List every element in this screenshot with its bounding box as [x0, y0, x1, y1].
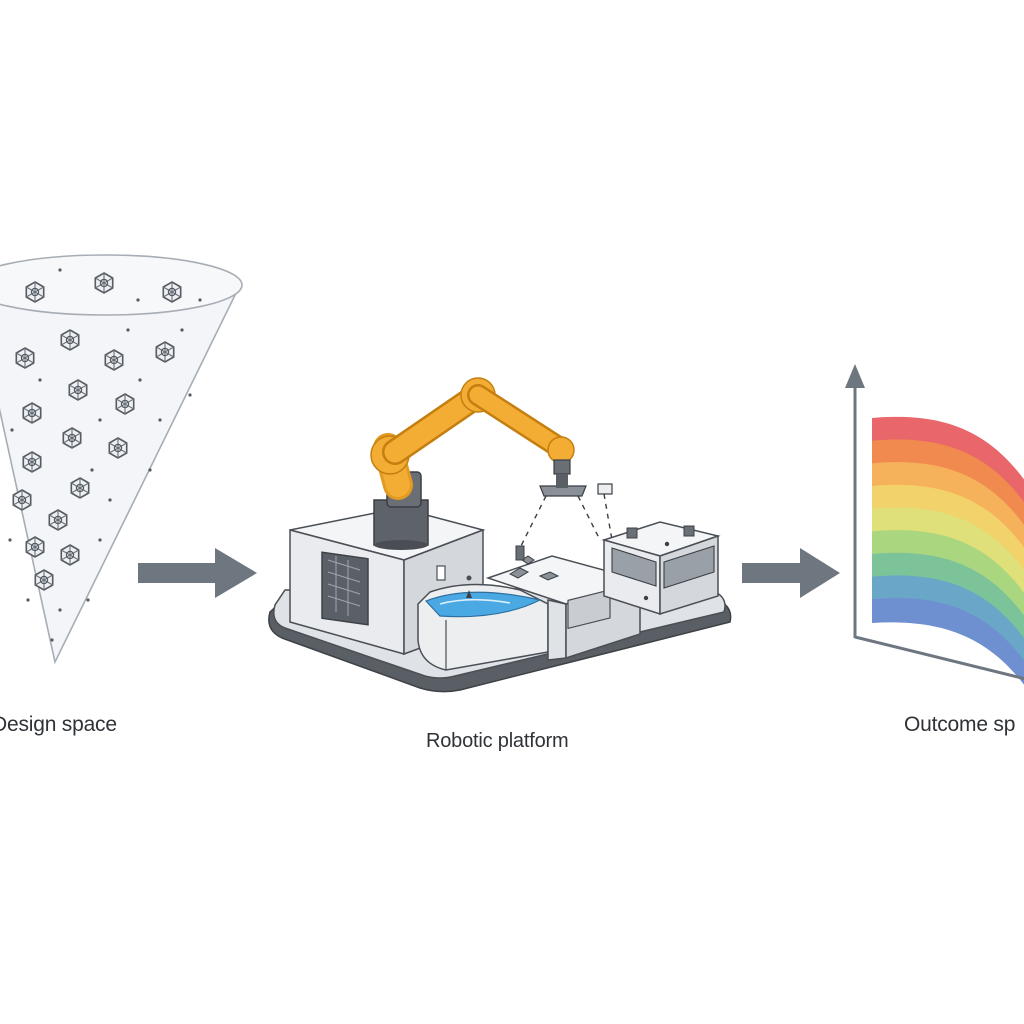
crystal-icon [155, 341, 175, 363]
outcome-space-plot [845, 364, 1024, 685]
middle-module [485, 545, 643, 661]
arrow-right-icon [138, 548, 257, 598]
robot-arm-icon [370, 377, 613, 549]
water-bath-module [417, 583, 549, 671]
crystal-icon [12, 489, 32, 511]
robotic-platform [268, 377, 732, 693]
crystal-icon [108, 437, 128, 459]
crystal-icon [60, 544, 80, 566]
crystal-icon [68, 379, 88, 401]
crystal-icon [48, 509, 68, 531]
crystal-icon [22, 402, 42, 424]
particle-dots [8, 268, 202, 642]
crystal-icon [115, 393, 135, 415]
outcome-space-label: Outcome sp [904, 713, 1016, 736]
spectrum-bands [872, 416, 1024, 685]
crystal-icon [60, 329, 80, 351]
crystal-icon [22, 451, 42, 473]
crystal-icon [25, 281, 45, 303]
crystal-icon [162, 281, 182, 303]
crystal-icon [70, 477, 90, 499]
crystal-icon [62, 427, 82, 449]
arrow-right-icon [742, 548, 840, 598]
design-space-cone [0, 254, 243, 665]
design-space-label: Design space [0, 713, 117, 736]
crystal-icon [34, 569, 54, 591]
crystal-icon [25, 536, 45, 558]
right-module [601, 521, 721, 616]
crystal-icon [94, 272, 114, 294]
robotic-platform-label: Robotic platform [426, 730, 569, 752]
crystal-icon [15, 347, 35, 369]
axis-arrow-icon [845, 364, 865, 388]
crystal-icon [104, 349, 124, 371]
